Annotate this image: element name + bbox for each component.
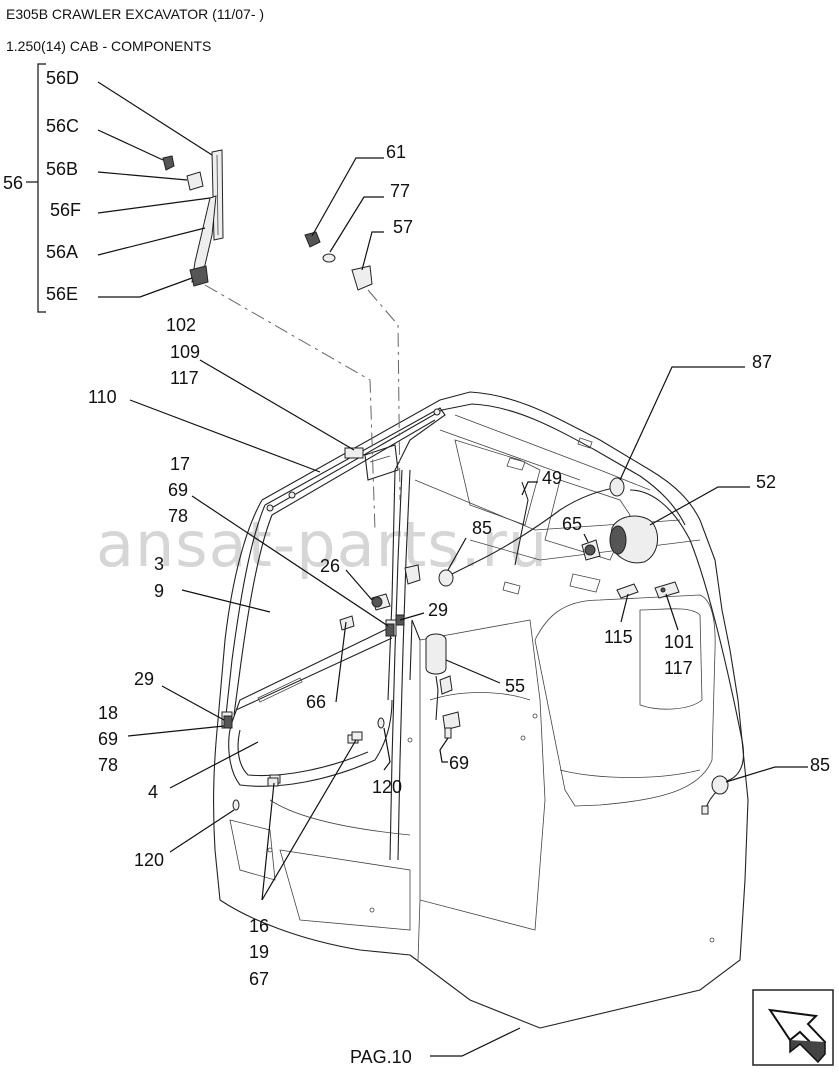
door-fittings (223, 564, 461, 811)
callout-69-lower[interactable]: 69 (98, 729, 118, 749)
callout-labels: 56D 56C 56B 56 56F 56A 56E 61 77 57 102 … (3, 68, 830, 1067)
callout-52[interactable]: 52 (756, 472, 776, 492)
fastener-parts (304, 231, 373, 291)
callout-120-right[interactable]: 120 (372, 777, 402, 797)
callout-56b[interactable]: 56B (46, 159, 78, 179)
callout-56c[interactable]: 56C (46, 116, 79, 136)
next-page-arrow-icon[interactable] (752, 989, 834, 1066)
callout-29-upper[interactable]: 29 (428, 600, 448, 620)
callout-117-right[interactable]: 117 (664, 658, 693, 678)
callout-29-lower[interactable]: 29 (134, 669, 154, 689)
callout-19[interactable]: 19 (249, 942, 269, 962)
callout-102[interactable]: 102 (166, 315, 196, 335)
document-title: E305B CRAWLER EXCAVATOR (11/07- ) (6, 6, 265, 22)
callout-87[interactable]: 87 (752, 352, 772, 372)
callout-69-bolt[interactable]: 69 (449, 753, 469, 773)
callout-109[interactable]: 109 (170, 342, 200, 362)
callout-77[interactable]: 77 (390, 181, 410, 201)
callout-78-lower[interactable]: 78 (98, 755, 118, 775)
callout-56[interactable]: 56 (3, 173, 23, 193)
callout-57[interactable]: 57 (393, 217, 413, 237)
callout-67[interactable]: 67 (249, 969, 269, 989)
front-window-frame (221, 407, 446, 787)
callout-85-upper[interactable]: 85 (472, 518, 492, 538)
callout-26[interactable]: 26 (320, 556, 340, 576)
callout-115[interactable]: 115 (604, 627, 633, 647)
callout-65[interactable]: 65 (562, 514, 582, 534)
wiring-and-lamps (438, 477, 744, 815)
page-reference[interactable]: PAG.10 (350, 1047, 412, 1067)
callout-56f[interactable]: 56F (50, 200, 81, 220)
callout-49[interactable]: 49 (542, 468, 562, 488)
watermark-text: ansat-parts.ru (96, 508, 548, 581)
callout-101[interactable]: 101 (664, 632, 694, 652)
callout-85-lower[interactable]: 85 (810, 755, 830, 775)
callout-55[interactable]: 55 (505, 676, 525, 696)
callout-18[interactable]: 18 (98, 703, 118, 723)
leader-lines (26, 63, 808, 1057)
wiper-assembly (162, 149, 401, 531)
callout-78-upper[interactable]: 78 (168, 506, 188, 526)
section-title: 1.250(14) CAB - COMPONENTS (6, 38, 212, 54)
callout-56e[interactable]: 56E (46, 284, 78, 304)
callout-3[interactable]: 3 (154, 554, 164, 574)
callout-56a[interactable]: 56A (46, 242, 78, 262)
callout-66[interactable]: 66 (306, 692, 326, 712)
callout-9[interactable]: 9 (154, 581, 164, 601)
callout-16[interactable]: 16 (249, 916, 269, 936)
callout-61[interactable]: 61 (386, 142, 406, 162)
callout-69-upper[interactable]: 69 (168, 480, 188, 500)
callout-120-lower[interactable]: 120 (134, 850, 164, 870)
callout-110[interactable]: 110 (88, 387, 117, 407)
callout-17[interactable]: 17 (170, 454, 190, 474)
callout-117-top[interactable]: 117 (170, 368, 199, 388)
cab-body (213, 391, 749, 1029)
callout-4[interactable]: 4 (148, 782, 158, 802)
callout-56d[interactable]: 56D (46, 68, 79, 88)
